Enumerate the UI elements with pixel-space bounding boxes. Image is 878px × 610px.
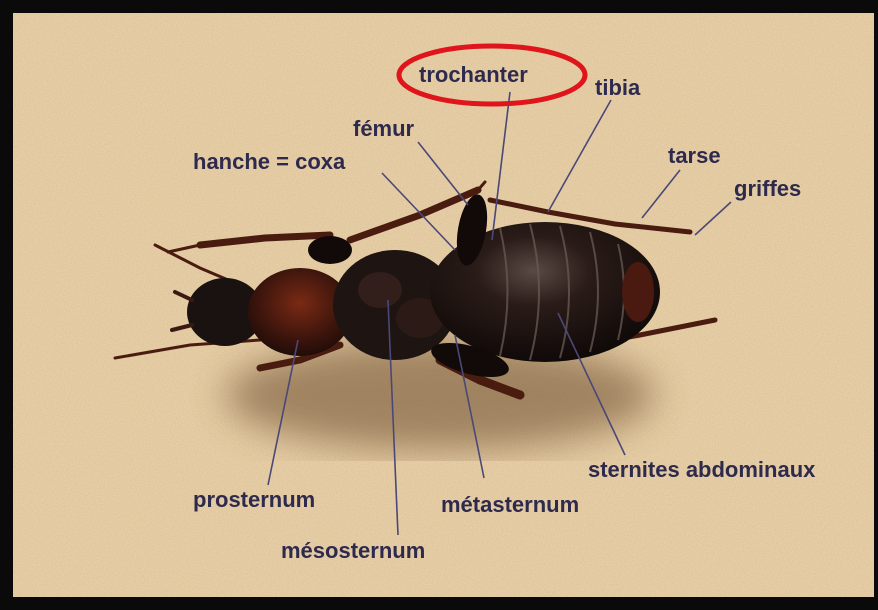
label-prosternum: prosternum xyxy=(193,487,315,513)
label-metasternum: métasternum xyxy=(441,492,579,518)
label-femur: fémur xyxy=(353,116,414,142)
abdomen-tip xyxy=(622,262,654,322)
coxa-shape xyxy=(358,272,402,308)
femur-shape-front xyxy=(308,236,352,264)
label-mesosternum: mésosternum xyxy=(281,538,425,564)
label-griffes: griffes xyxy=(734,176,801,202)
label-hanche-coxa: hanche = coxa xyxy=(193,149,345,175)
label-sternites-abdominaux: sternites abdominaux xyxy=(588,457,815,483)
label-tibia: tibia xyxy=(595,75,640,101)
label-tarse: tarse xyxy=(668,143,721,169)
label-trochanter: trochanter xyxy=(419,62,528,88)
